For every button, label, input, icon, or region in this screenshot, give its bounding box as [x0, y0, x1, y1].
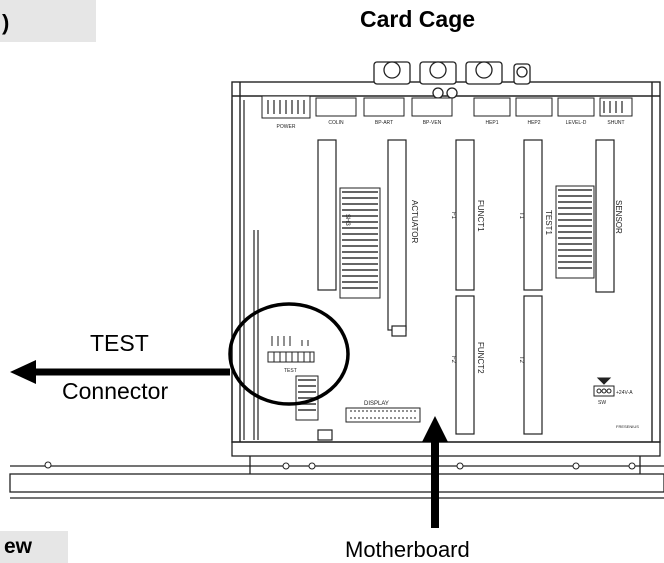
slot-label-funct1: FUNCT1 — [476, 200, 485, 232]
header-pins — [267, 100, 623, 114]
slot-label-test1: TEST1 — [544, 210, 553, 235]
card-slot-labels: ACTUATOR FUNCT1 FUNCT2 SENSOR TEST1 — [410, 200, 623, 374]
header-label-bp-ven: BP-VEN — [423, 120, 442, 126]
power-in-label: +24V-A — [616, 390, 633, 396]
base-rail — [9, 441, 664, 499]
header-label-power: POWER — [277, 124, 296, 130]
connector-callout-label: Connector — [62, 378, 169, 404]
base-screws — [44, 461, 636, 470]
slot-code-f1: F1 — [450, 212, 456, 220]
manufacturer-label: FRESENIUS — [616, 424, 639, 429]
section-tab-top: ) — [0, 0, 96, 42]
display-connector-label: DISPLAY — [364, 401, 389, 407]
test-callout-label: TEST — [90, 330, 149, 356]
header-label-shunt: SHUNT — [607, 120, 624, 126]
card-slot-rails — [317, 139, 615, 441]
power-switch — [593, 377, 615, 397]
top-round-connectors — [373, 61, 531, 99]
header-label-bp-art: BP-ART — [375, 120, 393, 126]
slot-label-sensor: SENSOR — [614, 200, 623, 234]
slot-code-t2: T2 — [518, 356, 524, 364]
slot-code-t1: T1 — [518, 212, 524, 220]
slot-label-actuator: ACTUATOR — [410, 200, 419, 243]
header-connector-labels: POWER COLIN BP-ART BP-VEN HEP1 HEP2 LEVE… — [277, 120, 625, 130]
display-connector — [345, 407, 421, 423]
slot-code-labels: F1 F2 T1 T2 SH3 — [344, 212, 524, 364]
test-header — [267, 336, 315, 363]
header-label-colin: COLIN — [328, 120, 344, 126]
switch-label: SW — [598, 400, 606, 406]
side-rails — [231, 100, 259, 440]
header-label-hep2: HEP2 — [527, 120, 540, 126]
header-connectors — [261, 95, 633, 119]
header-label-hep1: HEP1 — [485, 120, 498, 126]
section-tab-bottom: ew — [0, 531, 68, 563]
motherboard-arrow — [422, 416, 448, 528]
test-header-label: TEST — [284, 368, 297, 374]
test-connector-highlight — [228, 302, 350, 406]
diagram-title: Card Cage — [360, 6, 476, 32]
ribbon-hatch — [298, 189, 592, 411]
slot-code-sh3: SH3 — [344, 214, 350, 226]
test-arrow — [10, 360, 230, 384]
slot-code-f2: F2 — [450, 356, 456, 364]
slot-label-funct2: FUNCT2 — [476, 342, 485, 374]
motherboard-callout-label: Motherboard — [345, 537, 470, 562]
header-label-level-d: LEVEL-D — [566, 120, 587, 126]
